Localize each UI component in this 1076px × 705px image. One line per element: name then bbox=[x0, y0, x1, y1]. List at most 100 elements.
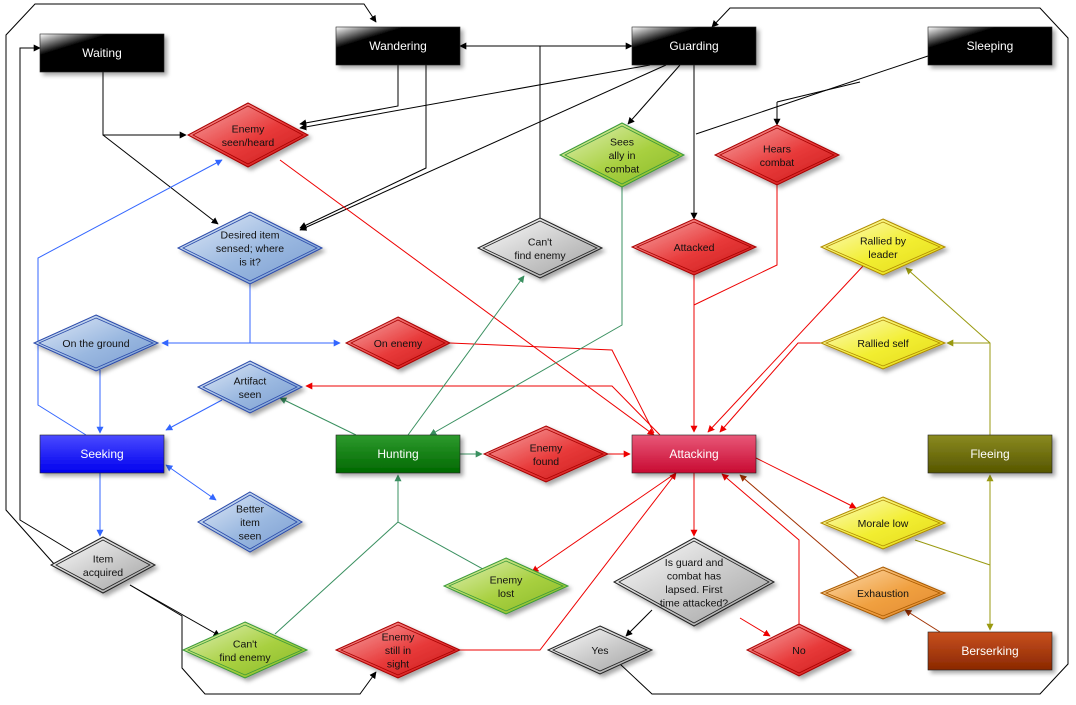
edge-hunting-artifact bbox=[279, 397, 357, 436]
condition-label-line: still in bbox=[385, 645, 411, 657]
condition-label-line: ally in bbox=[609, 150, 636, 162]
condition-on-ground: On the ground bbox=[32, 314, 160, 372]
condition-label-line: found bbox=[533, 456, 559, 468]
edge-desired-onground bbox=[161, 284, 251, 347]
edge-rallied-leader-attacking bbox=[707, 264, 865, 433]
condition-label-line: Item bbox=[93, 553, 114, 565]
condition-diamond bbox=[442, 557, 570, 615]
condition-diamond bbox=[630, 218, 758, 276]
condition-attacked: Attacked bbox=[630, 218, 758, 276]
condition-diamond bbox=[819, 316, 947, 370]
condition-diamond bbox=[558, 122, 686, 188]
edge-guarding-enemy-seen bbox=[299, 64, 651, 131]
condition-inner-border bbox=[202, 363, 298, 411]
condition-inner-border bbox=[552, 628, 648, 672]
edge-guarding-sees-ally bbox=[627, 64, 681, 125]
state-label: Fleeing bbox=[970, 447, 1009, 461]
state-box bbox=[335, 434, 461, 474]
condition-inner-border bbox=[719, 127, 835, 183]
edge-seeking-enemy-seen bbox=[37, 159, 223, 436]
condition-label-line: Enemy bbox=[232, 123, 265, 135]
edge-berserking-exhaustion bbox=[904, 609, 941, 633]
condition-label-line: Exhaustion bbox=[857, 588, 909, 600]
condition-inner-border bbox=[340, 624, 456, 676]
condition-diamond bbox=[819, 566, 947, 620]
condition-diamond bbox=[181, 621, 309, 679]
condition-label-line: sight bbox=[387, 659, 409, 671]
condition-diamond bbox=[334, 621, 462, 679]
condition-label-line: is it? bbox=[239, 257, 261, 269]
edge-enemylost-hunting bbox=[397, 521, 493, 575]
condition-label-line: Enemy bbox=[382, 632, 415, 644]
state-label: Berserking bbox=[961, 644, 1018, 658]
condition-label-line: Yes bbox=[591, 645, 608, 657]
edge-seeking-better bbox=[165, 464, 217, 501]
condition-label-line: acquired bbox=[83, 567, 123, 579]
condition-label-line: On enemy bbox=[374, 338, 423, 350]
condition-diamond bbox=[713, 124, 841, 186]
edge-loop-wide bbox=[5, 3, 377, 566]
condition-diamond bbox=[32, 314, 160, 372]
state-berserking: Berserking bbox=[927, 631, 1053, 671]
edge-enemystill-attacking bbox=[460, 472, 677, 651]
condition-diamond bbox=[819, 496, 947, 550]
condition-diamond bbox=[344, 316, 452, 370]
state-hunting: Hunting bbox=[335, 434, 461, 474]
condition-inner-border bbox=[824, 319, 942, 367]
state-waiting: Waiting bbox=[39, 33, 165, 73]
condition-label-line: leader bbox=[868, 249, 898, 261]
condition-inner-border bbox=[824, 569, 942, 617]
state-label: Hunting bbox=[377, 447, 418, 461]
condition-inner-border bbox=[488, 428, 604, 480]
state-box bbox=[927, 631, 1053, 671]
condition-cant-find-enemy-bottom: Can't find enemy bbox=[181, 621, 309, 679]
edge-sleeping-line bbox=[695, 55, 929, 135]
state-label: Sleeping bbox=[967, 39, 1014, 53]
state-box bbox=[631, 434, 757, 474]
edge-rallied-self-attacking bbox=[719, 342, 821, 433]
condition-label-line: Enemy bbox=[530, 442, 563, 454]
edge-hears-attacking bbox=[693, 185, 778, 306]
condition-label-line: find enemy bbox=[514, 250, 566, 262]
edge-yes-loop bbox=[619, 7, 1069, 695]
condition-label-line: lost bbox=[498, 588, 514, 600]
edge-enemy-seen-attacking bbox=[279, 159, 655, 436]
condition-inner-border bbox=[482, 220, 598, 276]
edge-exhaustion-attacking bbox=[739, 474, 863, 581]
condition-label-line: item bbox=[240, 517, 260, 529]
condition-inner-border bbox=[564, 125, 680, 185]
condition-enemy-found: Enemy found bbox=[482, 425, 610, 483]
condition-label-line: find enemy bbox=[219, 652, 271, 664]
edge-attacking-enemylost bbox=[531, 472, 677, 573]
condition-inner-border bbox=[825, 221, 941, 273]
state-wandering: Wandering bbox=[335, 26, 461, 66]
condition-yes: Yes bbox=[546, 625, 654, 675]
condition-label-line: Rallied self bbox=[857, 338, 908, 350]
edge-guarding-desired-item bbox=[299, 64, 667, 231]
edge-attacking-artifact bbox=[305, 382, 661, 436]
condition-diamond bbox=[819, 218, 947, 276]
condition-inner-border bbox=[824, 499, 942, 547]
condition-diamond bbox=[612, 537, 776, 627]
state-label: Waiting bbox=[82, 46, 122, 60]
state-box bbox=[335, 26, 461, 66]
edge-guardq-no bbox=[739, 617, 771, 637]
condition-label-line: combat has bbox=[667, 570, 721, 582]
state-guarding: Guarding bbox=[631, 26, 757, 66]
state-seeking: Seeking bbox=[39, 434, 165, 474]
condition-label-line: time attacked? bbox=[660, 597, 728, 609]
condition-inner-border bbox=[202, 494, 298, 550]
state-label: Wandering bbox=[369, 39, 427, 53]
condition-diamond bbox=[482, 425, 610, 483]
edge-artifact-seeking bbox=[165, 399, 223, 431]
state-label: Guarding bbox=[669, 39, 718, 53]
condition-inner-border bbox=[350, 319, 446, 367]
edge-wandering-desired-item bbox=[299, 65, 427, 229]
condition-label-line: Can't bbox=[233, 638, 257, 650]
